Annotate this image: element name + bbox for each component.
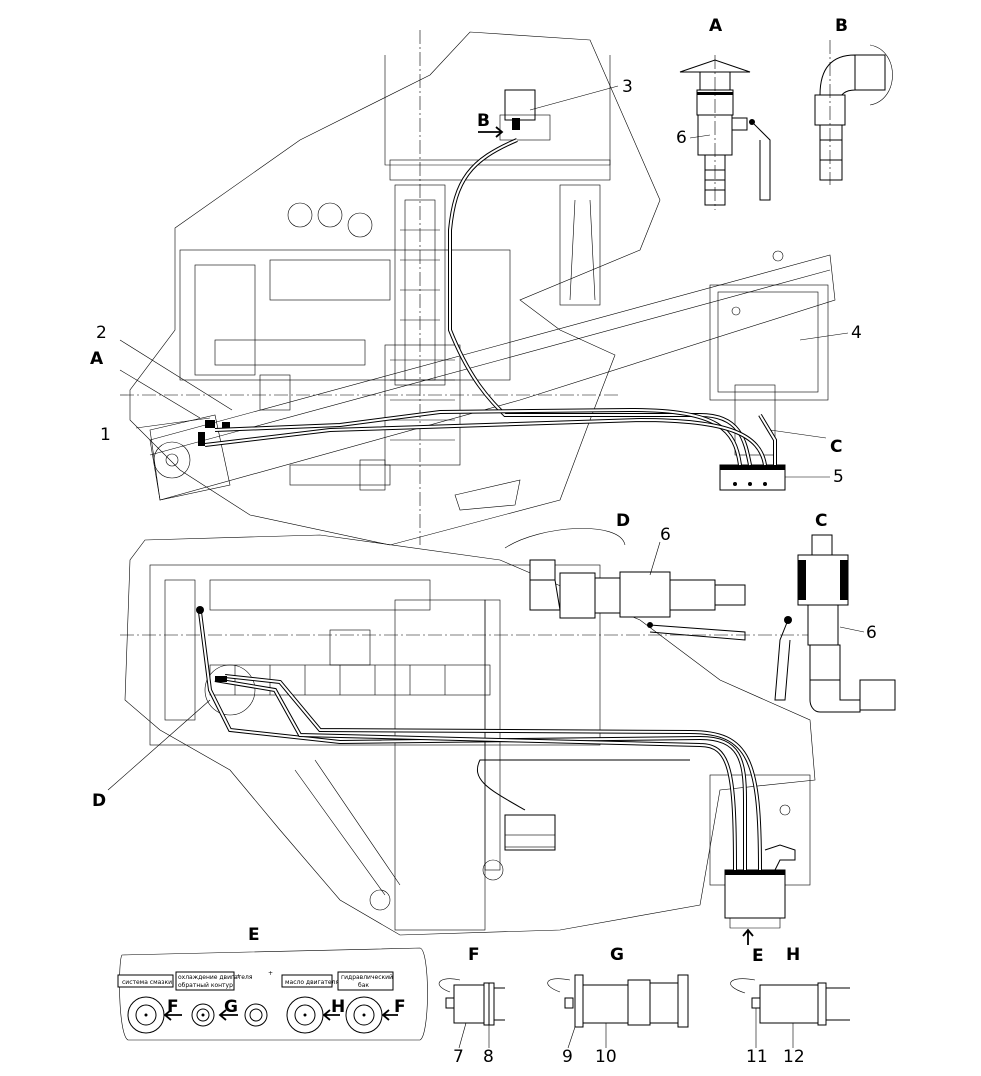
panel-label-hydraulic-tank-2: бак <box>358 982 369 989</box>
hose-routing-bottom <box>196 606 796 871</box>
view-h-panel: H <box>331 997 345 1017</box>
panel-label-engine-cooling-1: охлаждение двигателя <box>178 974 253 981</box>
view-b-marker: B <box>477 111 490 131</box>
view-d-marker: D <box>92 791 106 811</box>
panel-e-labels: система смазки охлаждение двигателя обра… <box>122 974 393 989</box>
hose-routing-top <box>198 138 777 466</box>
panel-label-hydraulic-tank-1: гидравлический <box>341 974 393 981</box>
panel-e: + + <box>117 947 428 1041</box>
plan-view-machine <box>120 534 816 936</box>
view-letters: A A B B C C D D E E F F F G G H H <box>90 16 848 1017</box>
view-f-panel-left: F <box>167 997 179 1017</box>
callout-6-detail-c: 6 <box>866 623 877 643</box>
view-c-marker: C <box>830 437 842 457</box>
callout-12: 12 <box>783 1047 805 1067</box>
callout-6-detail-d: 6 <box>660 525 671 545</box>
detail-d <box>504 528 746 641</box>
view-c-title: C <box>815 511 827 531</box>
callout-7: 7 <box>453 1047 464 1067</box>
view-f-title: F <box>468 945 480 965</box>
panel-label-lubrication: система смазки <box>122 979 172 986</box>
panel-label-engine-cooling-2: обратный контур <box>178 982 233 989</box>
panel-label-engine-oil: масло двигателя <box>285 979 339 986</box>
callout-6-detail-a: 6 <box>676 128 687 148</box>
view-b-title: B <box>835 16 848 36</box>
callout-8: 8 <box>483 1047 494 1067</box>
callout-11: 11 <box>746 1047 768 1067</box>
view-e-title: E <box>248 925 260 945</box>
view-g-panel: G <box>224 997 238 1017</box>
view-f-panel-right: F <box>394 997 406 1017</box>
callout-9: 9 <box>562 1047 573 1067</box>
view-h-title: H <box>786 945 800 965</box>
view-d-title: D <box>616 511 630 531</box>
detail-a <box>679 55 771 210</box>
view-e-marker: E <box>752 946 764 966</box>
detail-f <box>438 978 505 1026</box>
leader-lines <box>107 85 865 1049</box>
callout-3: 3 <box>622 77 633 97</box>
svg-text:+: + <box>268 970 273 977</box>
callouts: 1 2 3 4 5 6 6 6 7 8 9 10 11 12 <box>96 77 877 1067</box>
callout-1: 1 <box>100 425 111 445</box>
detail-g <box>547 974 689 1028</box>
side-view-machine <box>120 30 836 546</box>
detail-c <box>774 534 896 713</box>
callout-5: 5 <box>833 467 844 487</box>
callout-10: 10 <box>595 1047 617 1067</box>
view-g-title: G <box>610 945 624 965</box>
detail-b <box>814 40 893 185</box>
svg-text:+: + <box>236 973 241 980</box>
detail-h <box>730 978 850 1026</box>
callout-4: 4 <box>851 323 862 343</box>
callout-2: 2 <box>96 323 107 343</box>
view-a-marker: A <box>90 349 104 369</box>
view-a-title: A <box>709 16 723 36</box>
